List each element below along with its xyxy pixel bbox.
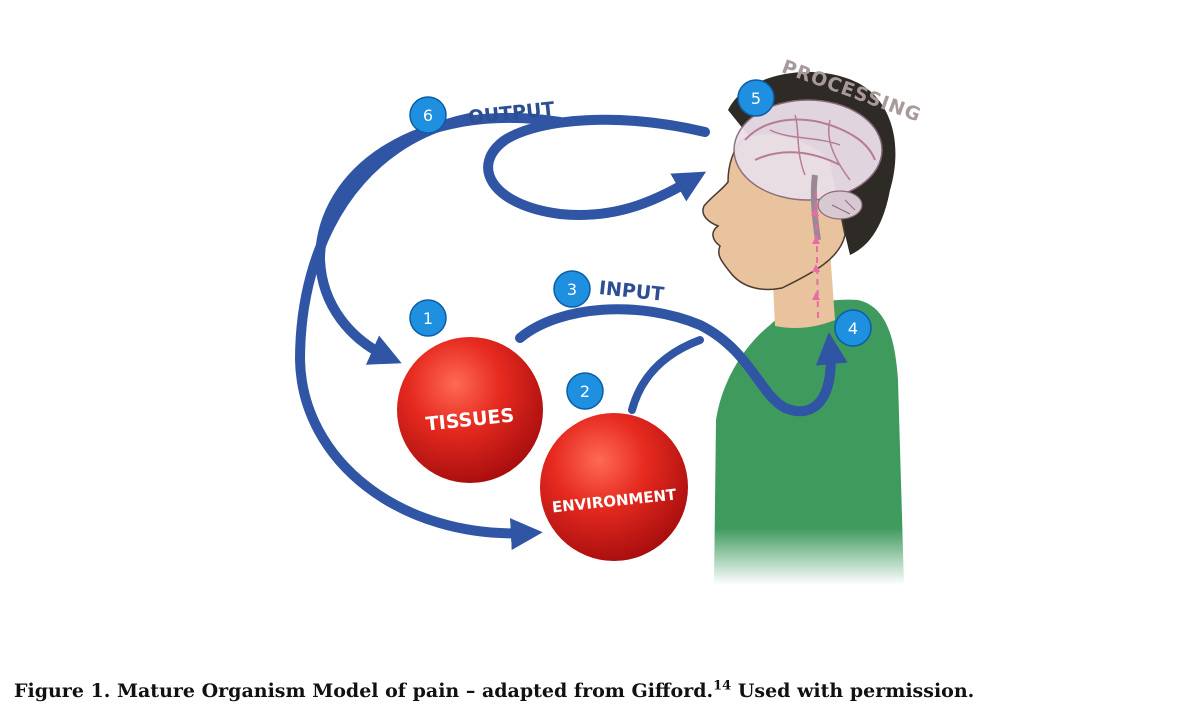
svg-text:2: 2 bbox=[580, 382, 590, 401]
svg-text:4: 4 bbox=[848, 319, 858, 338]
brain bbox=[733, 99, 883, 241]
input-label: INPUT bbox=[598, 277, 665, 306]
badge-6: 6 bbox=[409, 96, 447, 134]
output-arrows bbox=[294, 113, 710, 550]
green-shirt bbox=[714, 299, 904, 585]
svg-text:6: 6 bbox=[423, 106, 433, 125]
pain-model-diagram: TISSUES ENVIRONMENT OUTPUT INPUT PROCESS… bbox=[294, 56, 924, 585]
badge-5: 5 bbox=[737, 79, 775, 117]
input-arrows bbox=[515, 304, 848, 417]
badge-1: 1 bbox=[409, 299, 447, 337]
figure-caption: Figure 1. Mature Organism Model of pain … bbox=[14, 680, 1184, 702]
person-figure bbox=[702, 71, 904, 585]
caption-tail: Used with permission. bbox=[731, 680, 975, 702]
environment-sphere: ENVIRONMENT bbox=[540, 413, 688, 561]
output-arrow-to-environment bbox=[294, 113, 543, 550]
output-arrow-to-head bbox=[483, 114, 710, 220]
badge-3: 3 bbox=[553, 270, 591, 308]
input-arrow-from-environment bbox=[628, 336, 704, 414]
svg-text:5: 5 bbox=[751, 89, 761, 108]
caption-main: Figure 1. Mature Organism Model of pain … bbox=[14, 680, 714, 702]
caption-reference: 14 bbox=[713, 678, 732, 694]
tissues-sphere: TISSUES bbox=[397, 337, 543, 483]
svg-text:3: 3 bbox=[567, 280, 577, 299]
badge-2: 2 bbox=[566, 372, 604, 410]
svg-text:1: 1 bbox=[423, 309, 433, 328]
badge-4: 4 bbox=[834, 309, 872, 347]
input-arrow-from-tissues bbox=[515, 304, 848, 417]
